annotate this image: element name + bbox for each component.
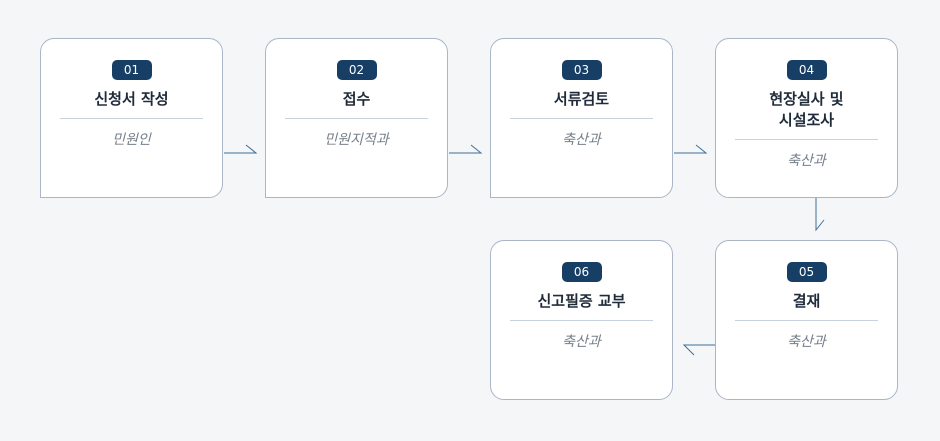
step-card-05: 05 결재 축산과 <box>715 240 898 400</box>
step-department: 축산과 <box>787 334 826 350</box>
step-department: 민원인 <box>112 132 151 148</box>
arrow-04-05 <box>815 198 825 232</box>
step-department: 민원지적과 <box>324 132 389 148</box>
step-department: 축산과 <box>562 132 601 148</box>
step-card-02: 02 접수 민원지적과 <box>265 38 448 198</box>
step-title: 결재 <box>792 292 821 310</box>
step-title: 신청서 작성 <box>94 90 169 108</box>
step-number-badge: 04 <box>786 60 827 80</box>
divider <box>285 118 428 119</box>
step-number-badge: 03 <box>561 60 602 80</box>
step-card-04: 04 현장실사 및 시설조사 축산과 <box>715 38 898 198</box>
divider <box>510 320 653 321</box>
step-title: 접수 <box>342 90 371 108</box>
divider <box>735 139 878 140</box>
arrow-02-03 <box>449 144 483 154</box>
arrow-01-02 <box>224 144 258 154</box>
step-department: 축산과 <box>787 153 826 169</box>
step-number-badge: 01 <box>111 60 152 80</box>
step-number-badge: 05 <box>786 262 827 282</box>
step-number-badge: 02 <box>336 60 377 80</box>
step-number-badge: 06 <box>561 262 602 282</box>
arrow-03-04 <box>674 144 708 154</box>
divider <box>510 118 653 119</box>
step-department: 축산과 <box>562 334 601 350</box>
step-card-01: 01 신청서 작성 민원인 <box>40 38 223 198</box>
step-title: 신고필증 교부 <box>537 292 626 310</box>
step-card-03: 03 서류검토 축산과 <box>490 38 673 198</box>
step-title: 서류검토 <box>553 90 610 108</box>
step-card-06: 06 신고필증 교부 축산과 <box>490 240 673 400</box>
divider <box>60 118 203 119</box>
step-title: 현장실사 및 시설조사 <box>769 90 844 129</box>
divider <box>735 320 878 321</box>
arrow-05-06 <box>682 344 715 356</box>
